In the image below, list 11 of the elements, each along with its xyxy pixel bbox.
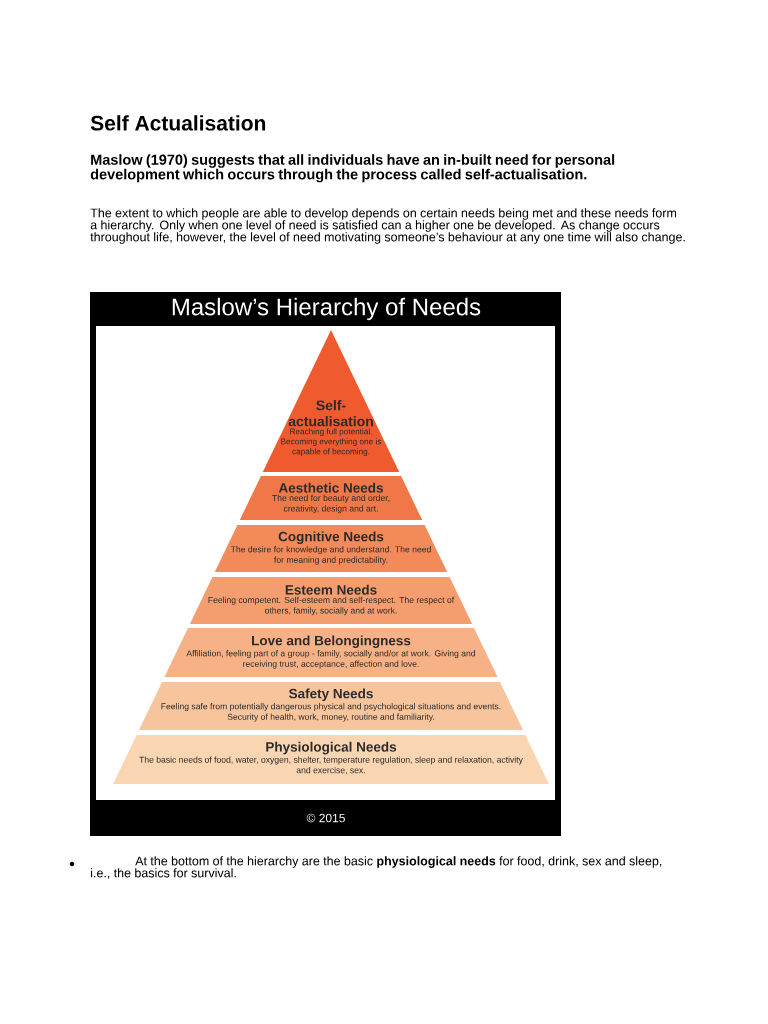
pyramid-level: Physiological Needs The basic needs of food, water, oxygen, shelter, temperature regulation, sleep and relaxation, activity and exercise, sex. [113,735,549,784]
lead-paragraph: Maslow (1970) suggests that all individuals have an in-built need for personal development which occurs through the process called self-actualisation. [90,154,615,183]
heading: Self Actualisation [90,115,266,131]
pyramid-level: Esteem Needs Feeling competent. Self-esteem and self-respect. The respect of others, family, socially and at work. [189,577,473,624]
copyright-note: © 2015 [306,813,345,823]
pyramid-level: Self-actualisation Reaching full potential. Becoming everything one is capable of becoming. [262,330,400,472]
paragraph: The extent to which people are able to develop depends on certain needs being met and these needs form a hierarchy. Only when one level of need is satisfied can a higher one be developed. As change occurs throughout life, however, the level of need motivating someone’s behaviour at any one time will also change. [90,208,685,244]
pyramid-level: Love and Belongingness Affiliation, feeling part of a group - family, socially and/or at work. Giving and receiving trust, acceptance, affection and love. [164,628,498,677]
pyramid-level: Aesthetic Needs The need for beauty and order, creativity, design and art. [239,476,423,520]
bullet-item: At the bottom of the hierarchy are the basic physiological needs for food, drink, sex and sleep, i.e., the basics for survival. [69,856,662,879]
pyramid-level: Safety Needs Feeling safe from potentially dangerous physical and psychological situations and events. Security of health, work, money, routine and familiarity. [139,682,523,730]
